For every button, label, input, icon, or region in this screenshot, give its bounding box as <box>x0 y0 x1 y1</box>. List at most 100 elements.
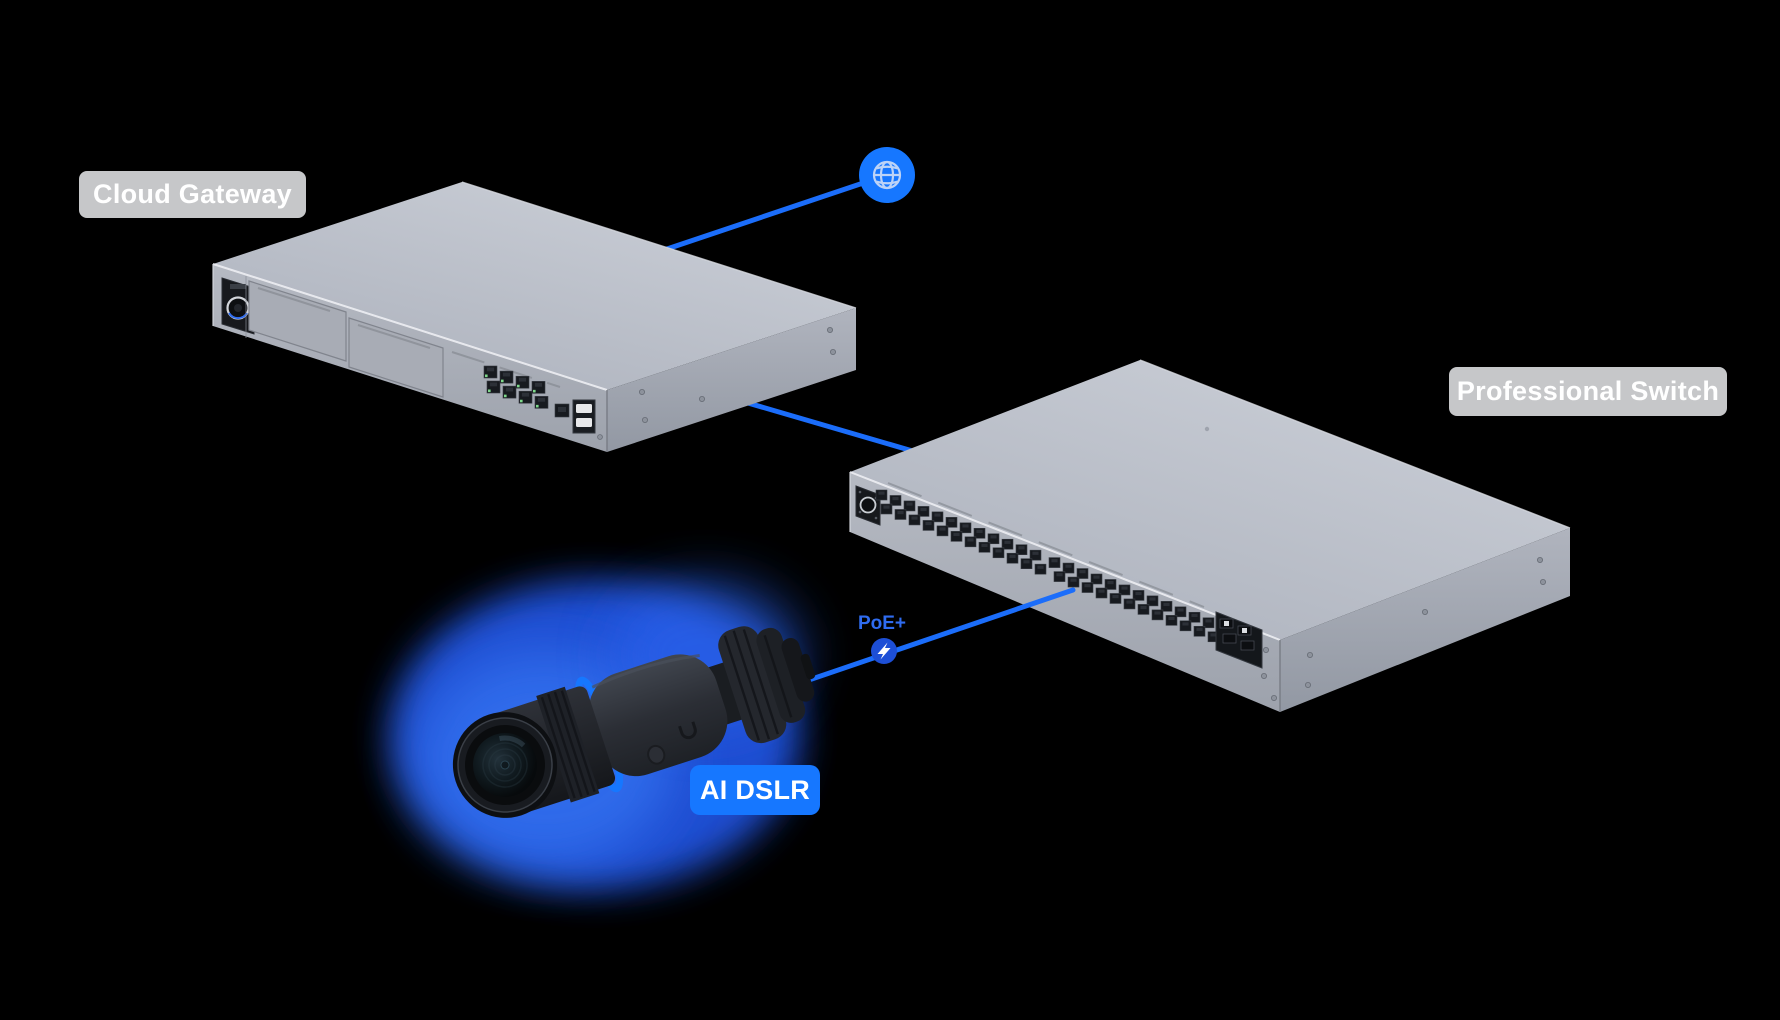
rj45-port <box>978 541 991 553</box>
rj45-port-pins <box>878 491 885 495</box>
rj45-port <box>1001 538 1014 550</box>
rj45-port-pins <box>1196 627 1203 631</box>
rj45-port <box>1053 571 1066 582</box>
rj45-port <box>1048 557 1061 568</box>
screw <box>1422 609 1429 616</box>
rj45-port-pins <box>1009 554 1016 558</box>
rj45-port-pins <box>1065 564 1072 568</box>
rj45-port-pins <box>1056 573 1063 577</box>
rj45-port <box>1151 609 1164 621</box>
rj45-port-pins <box>1051 559 1058 563</box>
gateway-vent-slot <box>451 351 561 388</box>
rj45-port <box>992 547 1005 559</box>
screw <box>1540 579 1547 586</box>
rj45-port-pins <box>1112 594 1119 599</box>
rj45-port-pins <box>518 377 527 382</box>
rj45-port-pins <box>939 527 946 531</box>
rj45-port <box>1137 604 1150 615</box>
rj45-port <box>1015 544 1028 555</box>
rj45-port <box>973 527 986 539</box>
globe-icon <box>859 147 915 203</box>
port-led <box>488 389 491 393</box>
switch-sfp-plus-ports <box>1215 611 1263 669</box>
rj45-port-pins <box>1093 575 1100 579</box>
rj45-port-pins <box>1070 578 1077 582</box>
ubiquiti-logo <box>678 721 697 740</box>
cloud-gateway-label: Cloud Gateway <box>79 171 306 218</box>
rj45-port-pins <box>1177 608 1184 612</box>
port-led <box>520 399 523 403</box>
gateway-lan-ports <box>483 365 549 409</box>
rj45-port <box>1020 558 1033 569</box>
gateway-vent-slot <box>257 287 331 312</box>
screw <box>830 348 837 355</box>
ai-dslr-label: AI DSLR <box>690 765 820 815</box>
switch-display <box>855 485 881 526</box>
rj45-port <box>1146 595 1159 607</box>
camera-body <box>588 654 728 777</box>
rj45-port <box>950 531 963 542</box>
screw <box>827 326 834 333</box>
screw <box>642 416 649 423</box>
rj45-port <box>936 525 949 537</box>
port-led <box>536 404 539 408</box>
port-led <box>533 389 536 393</box>
rj45-port-pins <box>1182 622 1189 626</box>
camera-mount-nub <box>800 653 816 680</box>
rj45-port-pins <box>537 397 546 402</box>
rj45-port-pins <box>911 516 918 520</box>
rj45-port-pins <box>906 502 913 506</box>
gateway-drive-bay <box>248 280 347 362</box>
screw <box>1261 673 1268 680</box>
gateway-sfp-ports <box>572 399 596 434</box>
screw <box>1263 647 1270 654</box>
gateway-back-edge <box>461 181 857 309</box>
camera-mount-cap <box>756 627 806 723</box>
rj45-port <box>917 506 930 517</box>
rj45-port <box>1067 576 1080 588</box>
switch-edge-highlight <box>849 471 1281 641</box>
rj45-port <box>1193 625 1206 637</box>
rj45-port <box>1165 615 1178 626</box>
rj45-port <box>1188 611 1201 623</box>
rj45-port <box>1081 582 1094 593</box>
rj45-port <box>894 509 907 520</box>
rj45-port-pins <box>489 382 498 387</box>
switch-side-face <box>1280 528 1570 712</box>
rj45-port-pins <box>990 535 997 539</box>
rj45-port <box>922 520 935 531</box>
gateway-top-face <box>213 182 856 390</box>
rj45-port <box>880 503 893 515</box>
internet-uplink-line <box>661 172 890 253</box>
rj45-port-pins <box>1163 602 1170 607</box>
rj45-port-pins <box>925 521 932 526</box>
rj45-port <box>1202 617 1215 629</box>
rj45-port <box>1109 593 1122 604</box>
cloud-gateway-device <box>212 181 857 452</box>
rj45-port <box>875 489 888 501</box>
camera-mount-neck <box>705 660 748 726</box>
rj45-port-pins <box>1107 580 1114 585</box>
camera-focus-ring <box>536 686 600 803</box>
rj45-port-pins <box>1121 586 1128 590</box>
port-led <box>504 394 507 398</box>
rj45-port-pins <box>920 507 927 512</box>
rj45-port-pins <box>1079 570 1086 574</box>
gateway-edge-highlight <box>212 263 608 391</box>
rj45-port-pins <box>1168 616 1175 621</box>
switch-rj45-ports <box>875 489 1220 643</box>
rj45-port-pins <box>1205 619 1212 623</box>
rj45-port <box>889 495 902 506</box>
rj45-port-pins <box>1126 600 1133 604</box>
gateway-drive-bay <box>348 317 444 398</box>
rj45-port <box>903 500 916 512</box>
rj45-port-pins <box>995 549 1002 553</box>
rj45-port-pins <box>962 524 969 528</box>
rj45-port <box>1179 620 1192 632</box>
switch-top-face <box>850 360 1570 640</box>
screw <box>1271 695 1278 702</box>
rj45-port-pins <box>934 513 941 517</box>
rj45-port-pins <box>948 518 955 523</box>
screw <box>1305 682 1312 689</box>
